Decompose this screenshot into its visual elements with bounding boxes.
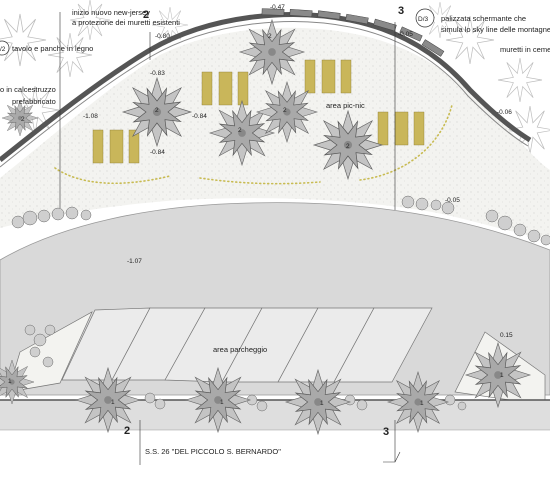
parking-bays [61, 307, 433, 383]
label-calcestruzzo: o in calcestruzzo [0, 85, 56, 94]
tree-num-6: 2 [21, 116, 25, 123]
label-palizzata-1: palizzata schermante che [441, 14, 526, 23]
section-2-top: 2 [143, 9, 149, 21]
section-marker-p2 [0, 40, 10, 56]
elev-8: -0.05 [445, 197, 460, 204]
label-road: S.S. 26 "DEL PICCOLO S. BERNARDO" [145, 447, 281, 456]
label-jersey-1: inizio nuovo new-jersey [72, 8, 150, 17]
footpath-dots [54, 104, 453, 185]
palm-num-6: 1 [500, 372, 504, 379]
label-jersey-2: a protezione dei muretti esistenti [72, 18, 180, 27]
label-muretti: muretti in ceme [500, 45, 550, 54]
label-picnic: area pic-nic [326, 101, 365, 110]
tree-num-2: 2 [155, 107, 159, 114]
section-p2: /2 [0, 46, 6, 53]
elev-7: -0.05 [398, 31, 413, 38]
palm-num-4: 1 [320, 400, 324, 407]
elev-5: -0.84 [150, 149, 165, 156]
palizzata-fence [261, 8, 445, 57]
label-parcheggio: area parcheggio [213, 345, 267, 354]
tree-num-1: 2 [268, 33, 272, 40]
palm-num-2: 1 [111, 399, 115, 406]
callout-lines [59, 12, 401, 465]
palm-num-3: 1 [220, 399, 224, 406]
section-2-bottom: 2 [124, 425, 130, 437]
section-marker-d3 [415, 8, 435, 28]
elev-11: 0.15 [500, 332, 513, 339]
tree-num-3: 2 [238, 127, 242, 134]
elev-2: -0.80 [155, 33, 170, 40]
elev-4: -0.84 [192, 113, 207, 120]
palm-num-5: 1 [420, 400, 424, 407]
annotations: inizio nuovo new-jersey a protezione dei… [0, 4, 550, 456]
elev-3: -0.83 [150, 70, 165, 77]
elev-9: -0.06 [497, 109, 512, 116]
new-jersey-barrier-inner [0, 21, 529, 168]
elev-6: -1.08 [83, 113, 98, 120]
section-d3: D/3 [418, 16, 429, 23]
label-palizzata-2: simula lo sky line delle montagne [441, 25, 550, 34]
section-3-top: 3 [398, 5, 404, 17]
palm-num-1: 1 [8, 378, 12, 385]
elev-1: -0.47 [270, 4, 285, 11]
road [0, 400, 550, 430]
tree-num-5: 2 [346, 143, 350, 150]
tree-num-4: 2 [283, 107, 287, 114]
elev-10: -1.07 [127, 258, 142, 265]
label-tavolo: tavolo e panche in legno [12, 44, 93, 53]
section-3-bottom: 3 [383, 426, 389, 438]
label-prefabbricato: prefabbricato [12, 97, 56, 106]
picnic-green-area [0, 27, 550, 240]
picnic-tables [92, 59, 425, 164]
hedges [11, 195, 550, 412]
